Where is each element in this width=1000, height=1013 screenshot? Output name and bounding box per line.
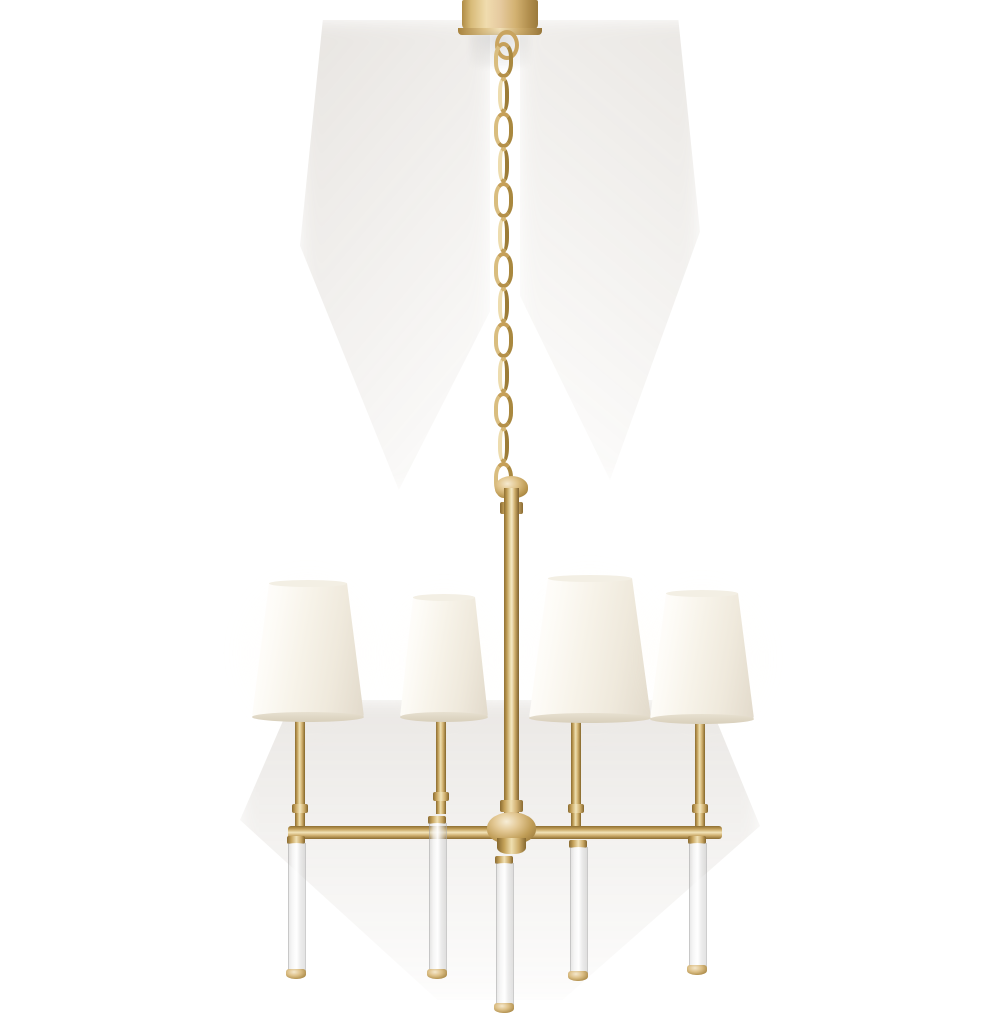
crystal-center [496, 863, 514, 1007]
crystal-far-right-cap [688, 836, 706, 844]
chain-link [493, 182, 513, 218]
chain-link [497, 357, 509, 393]
riser-far-left [295, 714, 305, 826]
crystal-center-cap [495, 856, 513, 864]
crystal-far-right [689, 843, 707, 969]
chain-link [493, 112, 513, 148]
riser-center-collar [568, 804, 584, 813]
riser-right-collar [692, 804, 708, 813]
chain-link [497, 77, 509, 113]
image-alt-text: Five-light antique brass chandelier with… [0, 0, 1, 1]
crystal-far-left-cap [287, 836, 305, 844]
chain-link [497, 287, 509, 323]
shade-far-left-bottom-edge [252, 712, 364, 722]
stem-collar-lower [500, 800, 523, 812]
ceiling-canopy [462, 0, 538, 30]
shade-left-top-edge [413, 594, 475, 601]
crystal-far-left [288, 843, 306, 973]
chain-link [497, 147, 509, 183]
chain-link [493, 252, 513, 288]
crystal-right-foot [568, 971, 588, 981]
shade-center-top-edge [548, 575, 632, 582]
arm-right [512, 826, 722, 839]
riser-left-collar [433, 792, 449, 801]
shade-left [400, 597, 488, 717]
chain-link [497, 427, 509, 463]
arm-left [288, 826, 504, 839]
background-reflection-left [300, 20, 490, 490]
brass-chain [486, 42, 520, 498]
crystal-center-foot [494, 1003, 514, 1013]
riser-far-left-collar [292, 804, 308, 813]
chain-link [493, 322, 513, 358]
shade-right [650, 593, 754, 719]
shade-far-left-top-edge [269, 580, 347, 587]
center-hub-neck [497, 838, 526, 854]
riser-left [436, 714, 446, 814]
riser-center [571, 714, 581, 826]
crystal-left [429, 823, 447, 973]
shade-right-bottom-edge [650, 714, 754, 724]
shade-left-bottom-edge [400, 712, 488, 722]
crystal-far-left-foot [286, 969, 306, 979]
shade-far-left [252, 583, 364, 717]
riser-right [695, 714, 705, 826]
background-reflection-right [520, 20, 700, 480]
chain-link [497, 217, 509, 253]
chain-link [493, 392, 513, 428]
crystal-left-foot [427, 969, 447, 979]
crystal-right-cap [569, 840, 587, 848]
chain-link [493, 42, 513, 78]
crystal-right [570, 847, 588, 975]
crystal-far-right-foot [687, 965, 707, 975]
shade-center-bottom-edge [529, 713, 651, 723]
crystal-left-cap [428, 816, 446, 824]
shade-right-top-edge [666, 590, 738, 597]
center-stem [504, 488, 519, 833]
stem-finial [495, 476, 528, 498]
shade-center [529, 578, 651, 718]
